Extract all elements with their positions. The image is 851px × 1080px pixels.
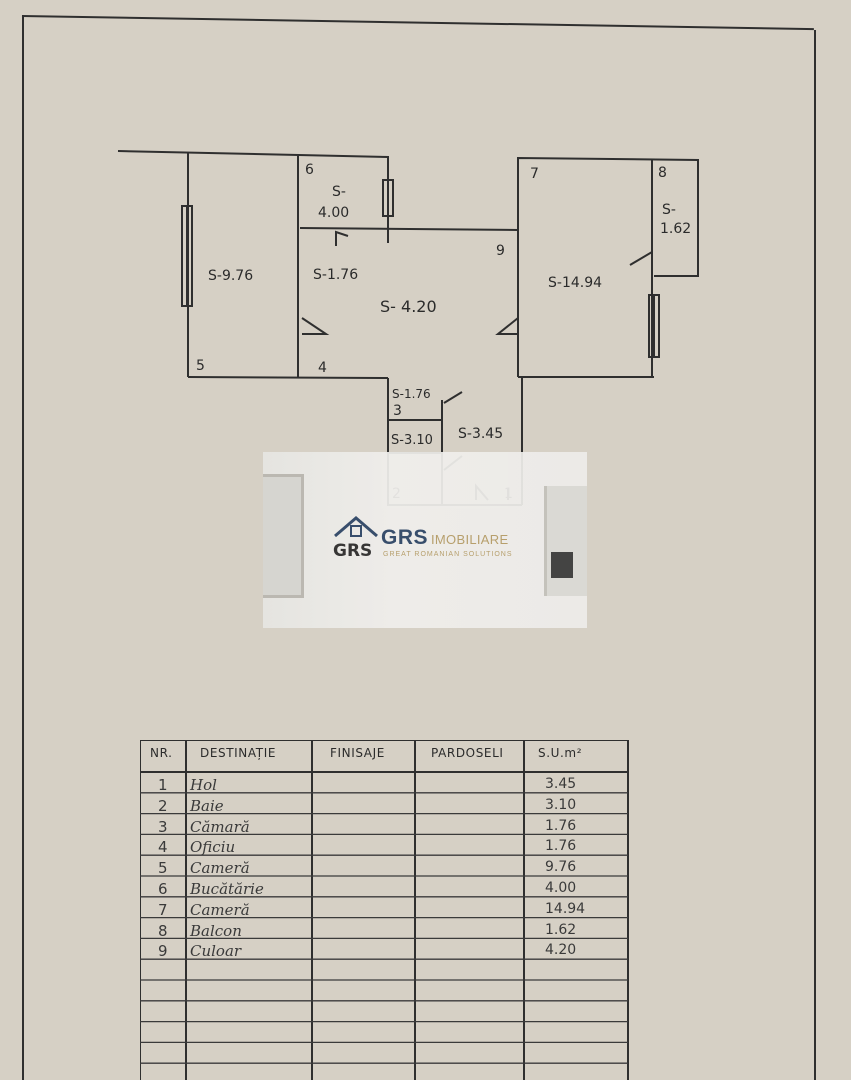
room-7-number: 7 <box>530 166 539 182</box>
room-9-number: 9 <box>496 243 505 259</box>
table-row-su: 3.10 <box>545 796 577 813</box>
header-nr: NR. <box>150 746 173 760</box>
grs-tagline: GREAT ROMANIAN SOLUTIONS <box>383 551 513 558</box>
room-4-area: S-1.76 <box>313 267 358 283</box>
table-row-destinatie: Bucătărie <box>190 880 264 898</box>
background-chair <box>551 552 573 578</box>
sheet-border-right <box>814 30 816 1080</box>
table-row-nr: 8 <box>158 921 168 940</box>
table-row-destinatie: Cameră <box>190 859 250 878</box>
background-window <box>544 486 587 596</box>
room-1-area: S-3.45 <box>458 426 503 442</box>
table-row-su: 9.76 <box>545 859 577 876</box>
room-6-number: 6 <box>305 162 314 178</box>
header-destinatie: DESTINAȚIE <box>200 746 277 760</box>
table-row-destinatie: Cameră <box>190 900 250 919</box>
table-row-su: 3.45 <box>545 776 577 792</box>
room-2-area: S-3.10 <box>391 433 433 448</box>
table-row-su: 4.00 <box>545 880 577 896</box>
room-3-number: 3 <box>393 403 402 419</box>
table-row-nr: 2 <box>158 796 168 815</box>
grs-house-logo-icon: GRS <box>333 516 378 560</box>
table-row-destinatie: Oficiu <box>190 838 236 857</box>
table-row-nr: 4 <box>158 838 168 857</box>
room-6-area-label: S- <box>332 184 346 200</box>
room-8-area-value: 1.62 <box>660 221 691 237</box>
table-row-nr: 6 <box>158 880 168 898</box>
table-row-nr: 9 <box>158 942 168 961</box>
room-schedule-table: NR. DESTINAȚIE FINISAJE PARDOSELI S.U.m²… <box>140 740 630 1080</box>
table-grid <box>140 740 629 1080</box>
room-8-area-label: S- <box>662 202 676 218</box>
table-row-nr: 5 <box>158 859 168 878</box>
table-row-nr: 1 <box>158 776 168 794</box>
background-window <box>263 474 304 598</box>
room-7-area: S-14.94 <box>548 275 602 291</box>
table-row-nr: 3 <box>158 817 168 836</box>
table-row-su: 1.76 <box>545 838 577 855</box>
room-8-number: 8 <box>658 165 667 181</box>
room-9-area: S- 4.20 <box>380 297 437 316</box>
header-su: S.U.m² <box>538 746 583 760</box>
room-6-area-value: 4.00 <box>318 205 349 221</box>
svg-text:GRS: GRS <box>333 541 372 560</box>
header-pardoseli: PARDOSELI <box>431 746 504 760</box>
table-row-su: 4.20 <box>545 942 577 959</box>
table-row-destinatie: Baie <box>190 796 224 815</box>
table-row-destinatie: Hol <box>190 776 217 794</box>
table-row-destinatie: Culoar <box>190 942 242 961</box>
table-row-nr: 7 <box>158 900 168 919</box>
table-row-su: 1.62 <box>545 921 577 938</box>
header-finisaje: FINISAJE <box>330 746 385 760</box>
room-5-area: S-9.76 <box>208 268 253 284</box>
table-row-destinatie: Cămară <box>190 817 250 836</box>
room-5-number: 5 <box>196 358 205 374</box>
sheet-border-left <box>22 15 24 1080</box>
room-3-area: S-1.76 <box>392 387 431 401</box>
table-row-su: 14.94 <box>545 900 586 917</box>
table-row-su: 1.76 <box>545 817 577 834</box>
room-4-number: 4 <box>318 360 327 376</box>
table-row-destinatie: Balcon <box>190 921 242 940</box>
